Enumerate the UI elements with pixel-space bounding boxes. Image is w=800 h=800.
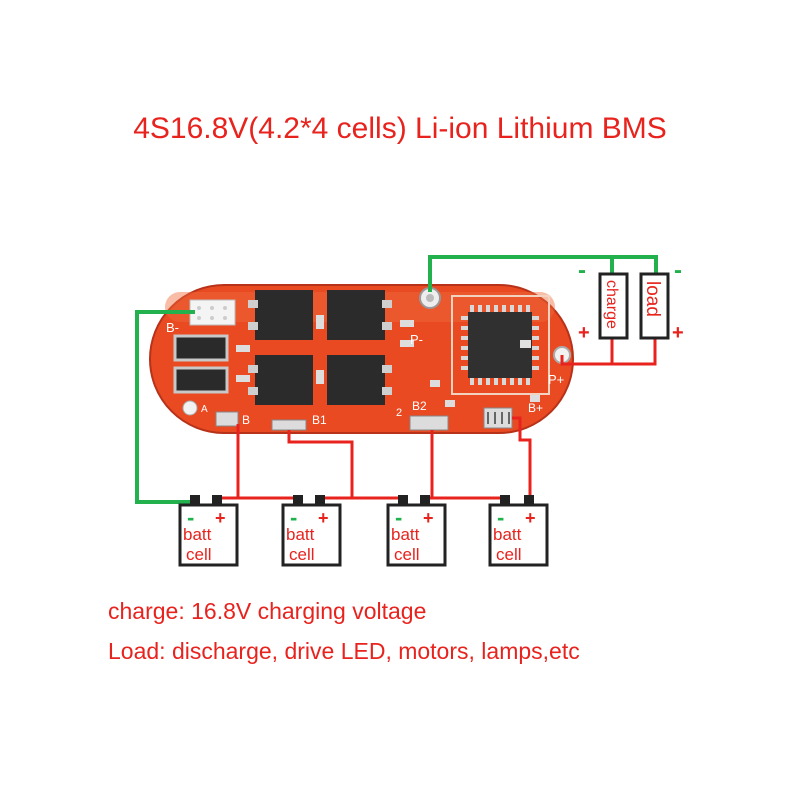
cell-pos-sign: + [423,508,434,528]
label-pad-b: B [242,413,250,427]
cell-label-top: batt [391,525,420,544]
wire-red-p-plus [560,338,657,366]
label-pad-b-minus: B- [166,320,179,335]
cell-neg-sign: - [187,505,194,530]
load-label: load [642,281,663,317]
cell-neg-sign: - [395,505,402,530]
label-pad-b-plus: B+ [528,401,543,415]
wire-green-b-minus [135,310,195,504]
label-pad-b1: B1 [312,413,327,427]
bms-board: B- B B1 B2 P- P+ B+ A 2 [149,284,574,434]
mosfet-1 [255,290,313,340]
charge-pos-sign: + [578,322,590,344]
cell-pos-sign: + [525,508,536,528]
output-terminals: charge load - - + + [578,257,684,344]
battery-cell-body [386,503,447,567]
battery-cell-1: - + batt cell [178,495,239,567]
charge-terminal-box [598,272,629,340]
battery-cell-body [178,503,239,567]
label-pad-p-plus: P+ [548,372,564,387]
cell-neg-sign: - [290,505,297,530]
battery-cell-body [488,503,549,567]
cell-label-top: batt [286,525,315,544]
mosfet-2 [327,290,385,340]
cell-label-bottom: cell [289,545,315,564]
mosfet-4 [327,355,385,405]
note-charge: charge: 16.8V charging voltage [108,598,427,624]
load-pos-sign: + [672,322,684,344]
pad-b [215,411,239,427]
wire-red-b-plus [512,416,532,502]
pad-b-minus-block [189,299,236,326]
cell-label-bottom: cell [186,545,212,564]
cell-label-top: batt [493,525,522,544]
battery-cell-3: - + batt cell [386,495,447,567]
label-pad-b2: B2 [412,399,427,413]
load-neg-sign: - [674,257,682,284]
battery-cells: - + batt cell - + batt cell - + batt cel… [178,495,549,567]
label-pad-p-minus: P- [410,332,423,347]
note-load: Load: discharge, drive LED, motors, lamp… [108,638,580,664]
pad-b2 [409,415,449,431]
cell-pos-sign: + [318,508,329,528]
page-title: 4S16.8V(4.2*4 cells) Li-ion Lithium BMS [133,112,667,145]
cell-neg-sign: - [497,505,504,530]
charge-neg-sign: - [578,257,586,284]
charge-label: charge [603,280,620,329]
battery-cell-4: - + batt cell [488,495,549,567]
wire-green-p-minus [428,255,658,292]
pad-b1 [271,419,307,431]
battery-cell-2: - + batt cell [281,495,342,567]
wires [135,255,658,504]
cell-label-top: batt [183,525,212,544]
control-ic-frame [451,295,550,395]
shunt-resistor-2 [173,366,229,394]
wire-red-b1 [287,430,354,498]
shunt-resistor-1 [173,334,229,362]
load-terminal-box [639,272,670,340]
cell-label-bottom: cell [394,545,420,564]
cell-pos-sign: + [215,508,226,528]
mosfet-3 [255,355,313,405]
mark-2: 2 [396,407,402,419]
battery-cell-body [281,503,342,567]
mark-a: A [201,404,208,415]
pad-a-hole [182,400,198,416]
cell-label-bottom: cell [496,545,522,564]
